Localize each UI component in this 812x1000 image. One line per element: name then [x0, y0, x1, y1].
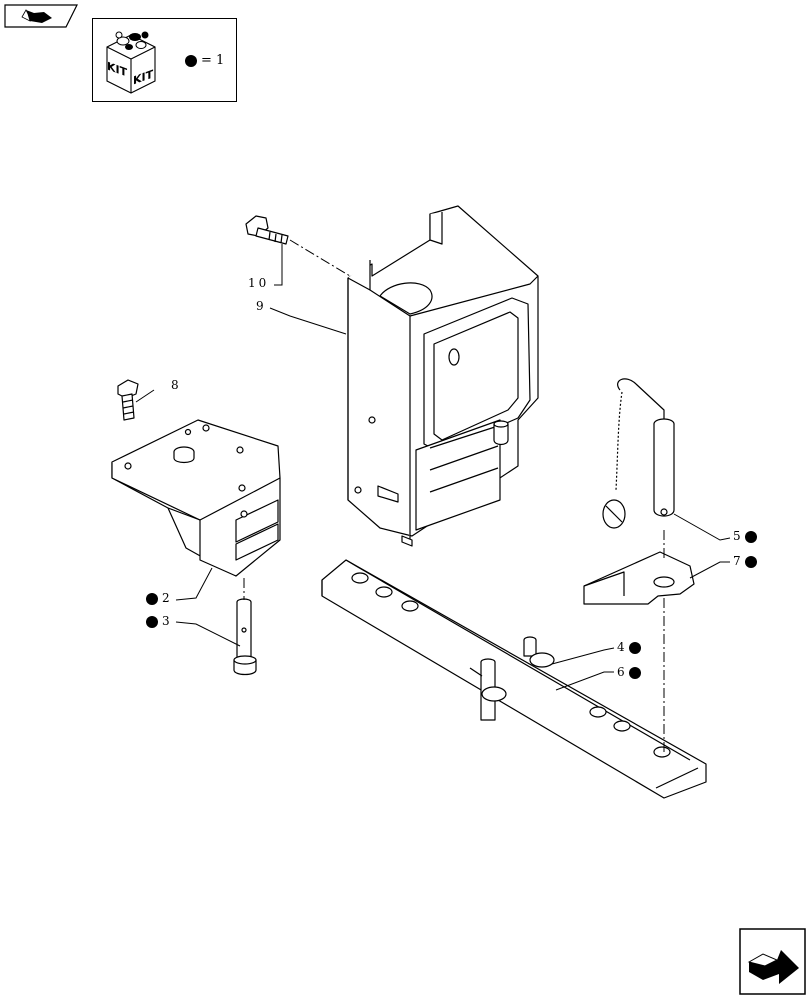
- callout-8: 8: [171, 378, 179, 392]
- part-5-pin-with-chain: [602, 378, 675, 529]
- next-page-button[interactable]: [739, 928, 806, 995]
- previous-page-button[interactable]: [4, 4, 78, 28]
- callout-7: 7: [733, 554, 761, 568]
- callout-number: 6: [617, 665, 625, 679]
- callout-number: 5: [733, 529, 741, 543]
- kit-legend: KIT KIT = 1: [92, 18, 237, 102]
- callout-6: 6: [617, 665, 645, 679]
- callout-9: 9: [256, 299, 264, 313]
- kit-quantity: = 1: [185, 53, 224, 68]
- callout-3: 3: [146, 614, 170, 628]
- arrow-forward-icon: [739, 928, 806, 995]
- callout-4: 4: [617, 640, 645, 654]
- callout-number: 3: [162, 614, 170, 628]
- callout-number: 10: [248, 276, 270, 290]
- kit-marker-dot: [744, 555, 757, 568]
- callout-number: 4: [617, 640, 625, 654]
- callout-5: 5: [733, 529, 761, 543]
- part-7-bracket: [583, 551, 695, 605]
- kit-marker-dot: [628, 641, 641, 654]
- callout-number: 2: [162, 591, 170, 605]
- part-8-bolt: [117, 379, 139, 421]
- callout-number: 7: [733, 554, 741, 568]
- part-2-bracket: [111, 419, 281, 577]
- callout-number: 8: [171, 378, 179, 392]
- kit-marker-dot: [628, 666, 641, 679]
- arrow-back-icon: [4, 4, 78, 28]
- callout-2: 2: [146, 591, 170, 605]
- part-3-pin: [233, 598, 257, 676]
- part-10-bolt: [245, 215, 289, 245]
- kit-marker-dot: [185, 54, 197, 67]
- kit-equals-text: = 1: [201, 53, 225, 68]
- kit-marker-dot: [146, 592, 158, 605]
- part-9-hitch-frame: [347, 205, 539, 547]
- kit-marker-dot: [744, 530, 757, 543]
- alignment-lines: [243, 239, 665, 752]
- part-4-linch-pin: [469, 636, 555, 721]
- part-6-drawbar: [321, 559, 707, 799]
- kit-marker-dot: [146, 615, 158, 628]
- callout-number: 9: [256, 299, 264, 313]
- leader-lines: [135, 244, 731, 691]
- callout-10: 10: [248, 276, 269, 290]
- kit-box-icon: [106, 31, 156, 94]
